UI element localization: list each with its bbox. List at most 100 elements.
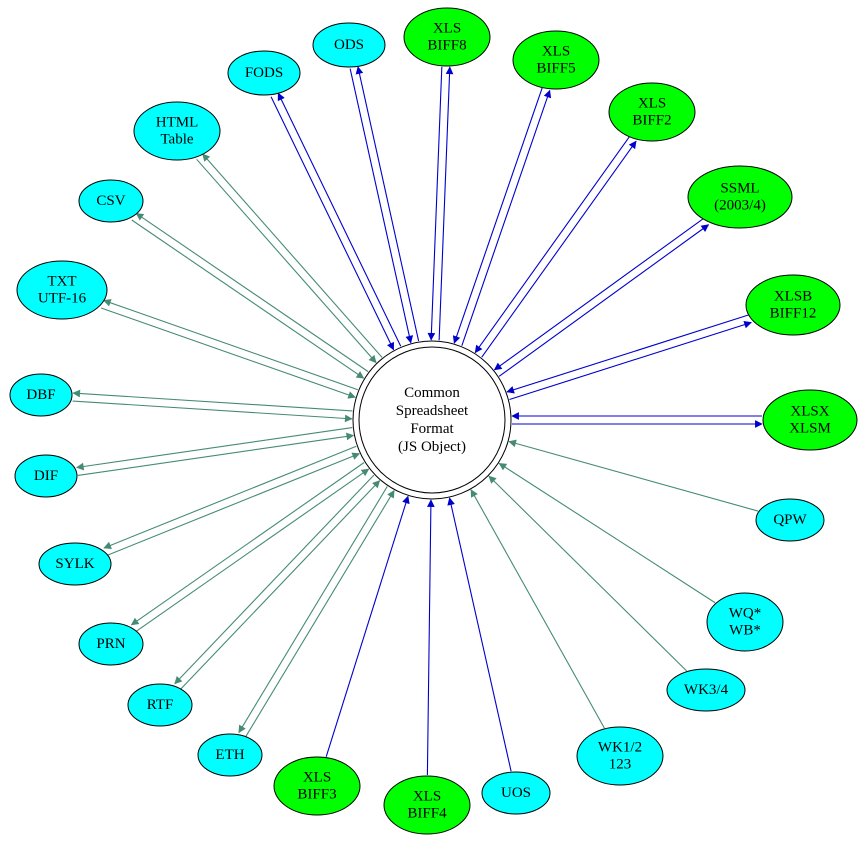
edge-read-xls-biff2 (474, 136, 630, 354)
format-node-label-xlsx-xlsm-0: XLSX (790, 404, 829, 420)
format-node-shape-ssml (687, 165, 793, 229)
edge-write-ssml (498, 224, 710, 377)
format-node-label-wk3-4-0: WK3/4 (684, 682, 729, 698)
edge-write-rtf (174, 474, 375, 685)
edge-read-xlsb-biff12 (506, 314, 749, 394)
edge-write-txt-utf16 (103, 299, 359, 391)
format-node-label-html-table-1: Table (160, 132, 193, 148)
edge-write-prn (130, 462, 365, 626)
format-node-label-wk1-2-123-1: 123 (609, 757, 632, 773)
format-node-shape-xls-biff3 (273, 756, 361, 816)
edge-write-fods (277, 92, 402, 347)
edge-write-html-table (202, 153, 383, 358)
format-node-shape-xls-biff2 (608, 82, 696, 142)
format-node-label-uos-0: UOS (501, 785, 531, 801)
edge-read-fods (270, 96, 395, 351)
format-node-shape-xls-biff8 (403, 7, 491, 67)
format-node-shape-prn (78, 622, 144, 666)
edge-read-xls-biff8 (427, 66, 443, 341)
format-node-shape-ods (312, 22, 386, 68)
format-node-label-qpw-0: QPW (773, 512, 807, 528)
center-node-label-1: Spreadsheet (396, 403, 469, 419)
center-outer-circle (352, 340, 512, 500)
format-node-shape-xls-biff4 (383, 775, 471, 835)
edge-write-xls-biff8 (438, 66, 454, 341)
edge-read-xls-biff3 (325, 495, 410, 757)
center-node-label-2: Format (410, 421, 454, 437)
edge-write-ods (355, 66, 420, 342)
format-node-label-xls-biff5-0: XLS (542, 44, 570, 60)
format-node-rtf: RTF (127, 683, 193, 727)
format-node-prn: PRN (78, 622, 144, 666)
format-node-label-xls-biff3-0: XLS (303, 770, 331, 786)
format-node-qpw: QPW (755, 498, 825, 542)
edge-read-csv (131, 219, 365, 379)
format-node-label-sylk-0: SYLK (55, 556, 94, 572)
format-node-shape-txt-utf16 (16, 260, 108, 320)
format-node-label-xls-biff2-1: BIFF2 (632, 113, 671, 129)
edge-write-dif (75, 426, 353, 471)
format-node-dbf: DBF (9, 373, 73, 417)
format-node-shape-sylk (38, 542, 112, 586)
edge-write-eth (238, 486, 388, 734)
format-node-label-xls-biff8-0: XLS (433, 21, 461, 37)
format-node-label-csv-0: CSV (96, 193, 125, 209)
edge-read-dbf (72, 400, 353, 423)
format-node-uos: UOS (481, 771, 551, 815)
format-node-label-xlsb-biff12-1: BIFF12 (770, 306, 817, 322)
format-node-label-txt-utf16-1: UTF-16 (38, 291, 87, 307)
format-node-csv: CSV (78, 179, 144, 223)
edge-write-sylk (103, 445, 357, 549)
edge-write-csv (135, 212, 369, 373)
center-inner-circle (358, 346, 506, 494)
format-node-ssml: SSML(2003/4) (687, 165, 793, 229)
format-node-shape-wk3-4 (666, 668, 746, 712)
format-node-wq-wb: WQ*WB* (706, 592, 784, 652)
format-node-ods: ODS (312, 22, 386, 68)
edge-read-dif (77, 432, 355, 476)
format-node-shape-rtf (127, 683, 193, 727)
format-node-wk3-4: WK3/4 (666, 668, 746, 712)
format-node-label-wq-wb-0: WQ* (729, 606, 762, 622)
format-node-shape-wq-wb (706, 592, 784, 652)
format-node-shape-html-table (133, 101, 221, 161)
format-node-eth: ETH (197, 733, 263, 777)
format-node-shape-xls-biff5 (512, 30, 600, 90)
format-node-label-ssml-0: SSML (720, 181, 759, 197)
edge-read-uos (447, 497, 512, 772)
format-node-shape-eth (197, 733, 263, 777)
format-node-label-ods-0: ODS (334, 37, 364, 53)
format-node-label-wq-wb-1: WB* (729, 623, 761, 639)
format-node-label-dif-0: DIF (34, 468, 58, 484)
edge-write-xls-biff5 (461, 89, 552, 346)
format-node-label-txt-utf16-0: TXT (47, 274, 76, 290)
format-node-label-xlsx-xlsm-1: XLSM (789, 421, 831, 437)
format-node-fods: FODS (227, 50, 301, 96)
edge-read-wk1-2-123 (470, 489, 605, 729)
format-node-label-rtf-0: RTF (147, 697, 174, 713)
format-node-label-xls-biff5-1: BIFF5 (536, 61, 575, 77)
format-node-label-dbf-0: DBF (26, 387, 55, 403)
format-node-label-prn-0: PRN (96, 636, 125, 652)
format-node-label-fods-0: FODS (245, 65, 283, 81)
edge-read-qpw (508, 439, 759, 512)
format-node-label-xls-biff2-0: XLS (638, 96, 666, 112)
format-node-shape-uos (481, 771, 551, 815)
edge-read-xls-biff4 (426, 499, 435, 776)
format-node-label-eth-0: ETH (215, 747, 244, 763)
edge-read-wq-wb (498, 462, 716, 604)
edge-write-xlsb-biff12 (509, 320, 752, 401)
format-node-shape-dbf (9, 373, 73, 417)
edge-read-rtf (180, 480, 381, 690)
format-node-shape-wk1-2-123 (576, 726, 664, 786)
edge-read-xls-biff5 (452, 87, 543, 344)
format-node-label-xls-biff4-1: BIFF4 (407, 806, 447, 822)
